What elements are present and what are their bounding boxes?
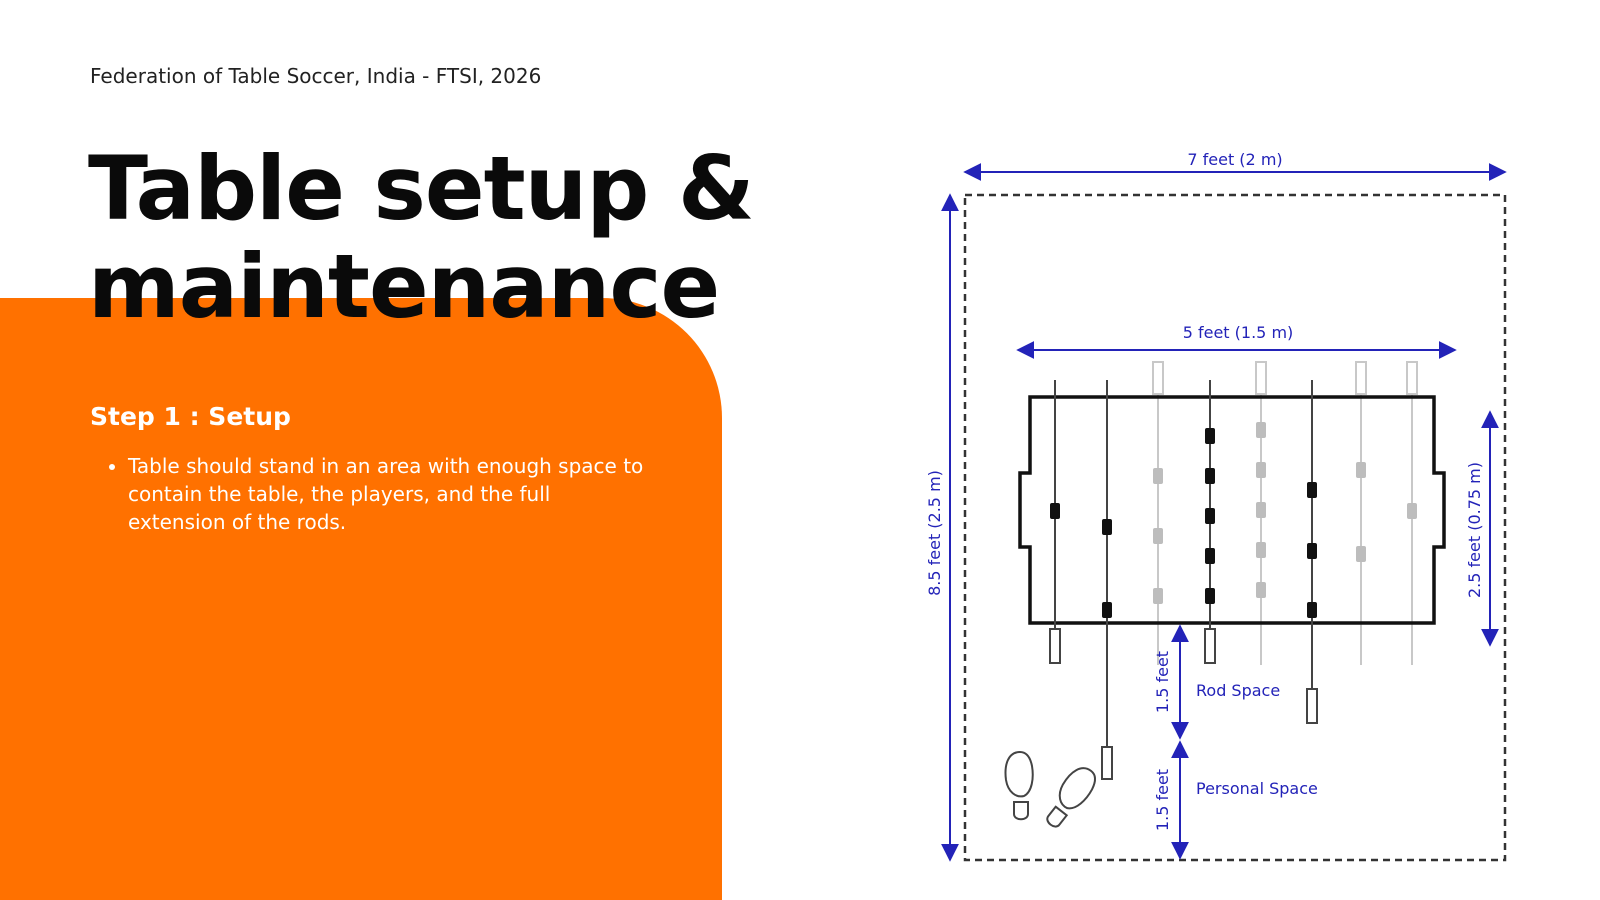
bullet-item: Table should stand in an area with enoug… — [128, 452, 648, 536]
outer-height-label: 8.5 feet (2.5 m) — [925, 470, 944, 596]
page-title: Table setup & maintenance — [88, 137, 755, 338]
light-team-handles — [1152, 361, 1418, 395]
light-team-players — [1153, 422, 1417, 604]
orange-background-panel — [0, 298, 722, 900]
step-heading: Step 1 : Setup — [90, 402, 291, 431]
foosball-table-outline — [1018, 395, 1446, 625]
setup-bullet-list: Table should stand in an area with enoug… — [110, 452, 648, 536]
personal-space-dimension: 1.5 feet — [1153, 769, 1172, 831]
outer-width-label: 7 feet (2 m) — [1187, 150, 1282, 169]
title-line-1: Table setup & — [88, 137, 755, 240]
rod-space-label: Rod Space — [1196, 681, 1280, 700]
title-line-2: maintenance — [88, 235, 720, 338]
organization-line: Federation of Table Soccer, India - FTSI… — [90, 64, 542, 88]
footprint-icon — [1004, 750, 1097, 828]
dark-team-players — [1050, 428, 1317, 618]
table-height-label: 2.5 feet (0.75 m) — [1465, 462, 1484, 598]
dark-team-handles — [1049, 628, 1318, 780]
rod-space-dimension: 1.5 feet — [1153, 651, 1172, 713]
table-setup-diagram: 7 feet (2 m) 8.5 feet (2.5 m) 5 feet (1.… — [925, 150, 1507, 862]
personal-space-label: Personal Space — [1196, 779, 1318, 798]
table-width-label: 5 feet (1.5 m) — [1183, 323, 1294, 342]
play-area-boundary — [963, 193, 1507, 862]
